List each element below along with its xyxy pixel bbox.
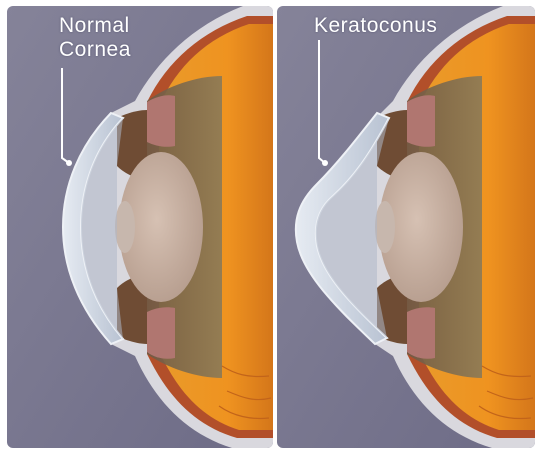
keratoconus-eye-illustration — [277, 6, 535, 448]
ciliary-processes-upper — [147, 95, 175, 147]
normal-cornea-label: Normal Cornea — [59, 14, 159, 62]
ciliary-processes-lower — [147, 307, 175, 359]
leader-dot — [66, 160, 72, 166]
leader-dot — [322, 160, 328, 166]
lens-nucleus — [115, 201, 135, 253]
lens-nucleus — [375, 201, 395, 253]
normal-eye-illustration — [7, 6, 273, 448]
label-line-1: Normal — [59, 14, 159, 38]
ciliary-processes-upper — [407, 95, 435, 147]
normal-cornea-panel: Normal Cornea — [7, 6, 273, 448]
keratoconus-panel: Keratoconus — [277, 6, 535, 448]
label-line-2: Cornea — [59, 38, 159, 62]
keratoconus-label: Keratoconus — [314, 14, 437, 38]
ciliary-processes-lower — [407, 307, 435, 359]
